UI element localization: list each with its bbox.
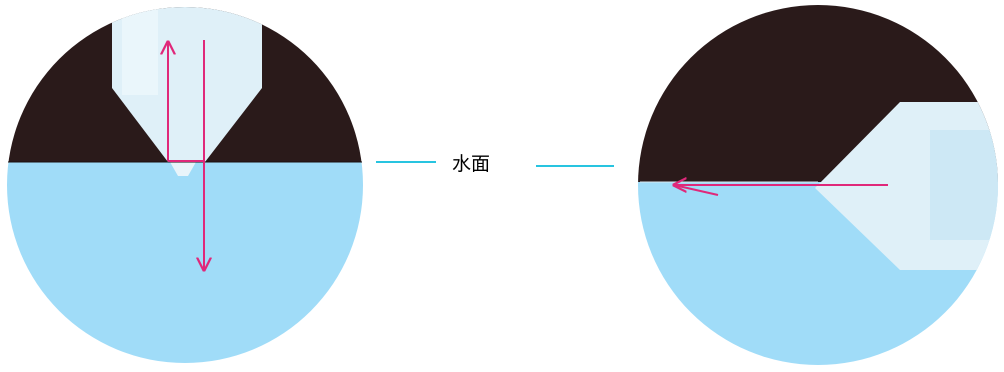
left-prism-tip <box>170 162 196 176</box>
right-prism-highlight <box>930 130 998 240</box>
right-ray-tail <box>673 184 719 196</box>
left-view <box>7 7 363 363</box>
left-water-region <box>7 162 363 363</box>
left-prism-highlight <box>122 7 158 95</box>
water-surface-label: 水面 <box>452 153 490 175</box>
